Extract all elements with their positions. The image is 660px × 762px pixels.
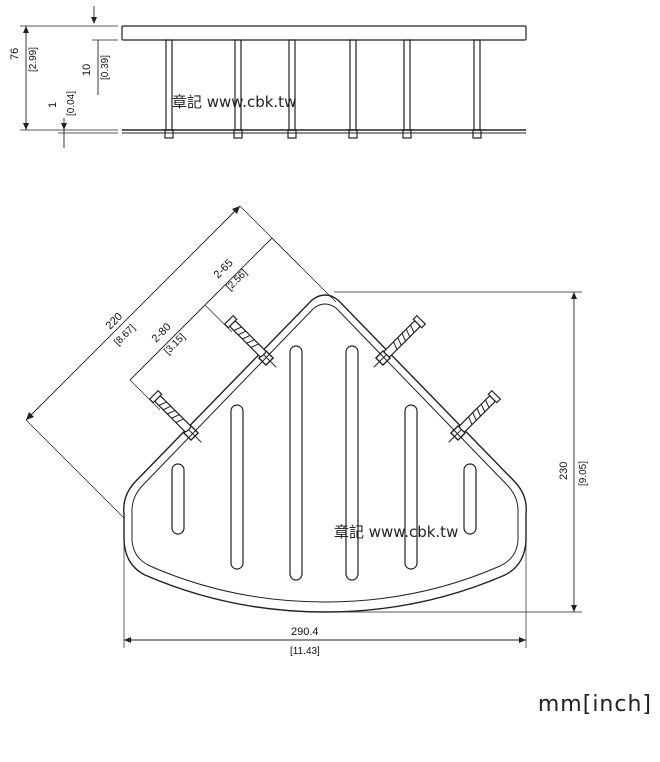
shelf-top-rail [121, 25, 527, 41]
shelf-outline-inner [131, 303, 519, 603]
top-dimensions [25, 205, 582, 648]
dim-total-height-inch: [2.99] [28, 47, 39, 72]
dim-top-height-inch: [0.39] [100, 55, 111, 80]
dim-base-height: 1 [47, 102, 59, 108]
dim-width: 290.4 [291, 626, 319, 638]
dim-depth-inch: [9.05] [578, 461, 589, 486]
top-view [123, 294, 527, 613]
dim-width-inch: [11.43] [290, 646, 320, 657]
shelf-legs [164, 39, 482, 139]
shelf-outline-outer [123, 294, 527, 613]
dim-edge-length: 220 [104, 311, 125, 332]
dim-total-height: 76 [9, 48, 21, 60]
units-label: mm[inch] [537, 692, 652, 717]
top-arrows [26, 206, 577, 643]
side-arrows [23, 17, 97, 130]
dim-depth: 230 [558, 462, 570, 480]
watermark-top: 章記 www.cbk.tw [334, 523, 458, 541]
dim-base-height-inch: [0.04] [66, 91, 77, 116]
dim-top-height: 10 [81, 64, 93, 76]
side-view [20, 6, 527, 148]
watermark-side: 章記 www.cbk.tw [172, 93, 296, 111]
wall-anchors [149, 315, 501, 448]
drain-slots [171, 345, 477, 581]
